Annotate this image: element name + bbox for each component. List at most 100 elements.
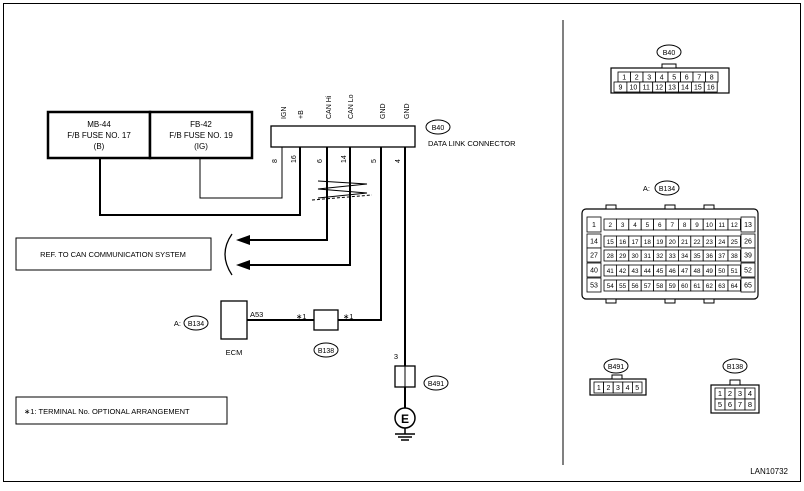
wires	[99, 147, 406, 408]
pin-number: 33	[669, 253, 677, 260]
pin-number: 8	[710, 75, 714, 82]
arrowhead	[236, 260, 250, 270]
wire-can-lo	[243, 147, 351, 266]
pin-number: 6	[685, 75, 689, 82]
pin-number: 6	[317, 159, 324, 163]
pin-number: 62	[706, 283, 714, 290]
pin-number: 45	[656, 268, 664, 275]
pin-number: 14	[341, 155, 348, 163]
pin-number: 41	[607, 268, 615, 275]
wire-gnd-b138	[338, 147, 382, 321]
pin-number: 20	[669, 239, 677, 246]
wire-plus-b	[99, 147, 301, 216]
pin-number: 10	[629, 85, 637, 92]
pin-name-can-hi: CAN Hi	[326, 95, 333, 119]
connector-tag-oval	[654, 180, 680, 196]
pin-cell	[727, 249, 741, 262]
pin-number: 1	[597, 385, 601, 392]
pin-number: 32	[656, 253, 664, 260]
pin-number: 14	[590, 239, 598, 246]
pin-name-gnd: GND	[404, 103, 411, 119]
joint-mark-right: ∗1	[343, 312, 353, 321]
pin-number: 14	[681, 85, 689, 92]
connector-tag-oval	[656, 44, 682, 60]
pin-number: 1	[592, 222, 596, 229]
pin-number: 15	[607, 239, 615, 246]
pin-name-can-lo: CAN Lo	[348, 94, 355, 119]
ground-terminal: 3	[394, 352, 398, 361]
connector-latch	[729, 379, 741, 386]
pin-number: 8	[748, 400, 752, 409]
pin-number: 11	[719, 222, 726, 229]
pin-number: 18	[644, 239, 652, 246]
pin-number: 4	[633, 222, 637, 229]
pin-number: 2	[635, 75, 639, 82]
pin-number: 64	[731, 283, 739, 290]
connector-latch	[605, 298, 617, 304]
pin-name-gnd: GND	[380, 103, 387, 119]
connector-tag-oval	[722, 358, 748, 374]
connector-tag: B138	[727, 364, 743, 371]
pin-number: 21	[681, 239, 689, 246]
pin-cell	[740, 247, 756, 263]
pin-number: 23	[706, 239, 714, 246]
fuse-desc: F/B FUSE NO. 17	[67, 131, 131, 140]
pin-number: 26	[744, 239, 752, 246]
pin-number: 56	[631, 283, 639, 290]
pin-number: 3	[647, 75, 651, 82]
connector-prefix: A:	[643, 184, 650, 193]
pin-number: 8	[683, 222, 687, 229]
terminal-note: ∗1: TERMINAL No. OPTIONAL ARRANGEMENT	[24, 407, 190, 416]
pin-number: 60	[681, 283, 689, 290]
pin-number: 11	[643, 85, 650, 92]
joint-b138: ∗1 ∗1 B138	[296, 309, 353, 358]
twisted-pair-mark	[317, 180, 368, 199]
fuse-name: FB-42	[190, 120, 212, 129]
pin-number: 16	[619, 239, 627, 246]
pin-number: 22	[693, 239, 701, 246]
pin-number: 13	[744, 222, 752, 229]
pin-number: 4	[626, 385, 630, 392]
pin-number: 28	[607, 253, 615, 260]
pin-cell	[727, 264, 741, 277]
pin-number: 4	[748, 389, 752, 398]
connector-latch	[661, 63, 677, 69]
fuse-name: MB-44	[87, 120, 111, 129]
pin-number: 10	[706, 222, 714, 229]
pin-number: 1	[622, 75, 626, 82]
pin-number: 2	[608, 222, 612, 229]
pin-number: 3	[621, 222, 625, 229]
pin-number: 57	[644, 283, 652, 290]
fuse-box-mb44: MB-44 F/B FUSE NO. 17 (B)	[46, 110, 152, 160]
pin-cell	[740, 277, 756, 293]
connector-tag-oval	[313, 342, 339, 358]
ecm-prefix: A:	[174, 319, 181, 328]
pin-number: 3	[616, 385, 620, 392]
image-code: LAN10732	[750, 467, 788, 476]
ground-point: 3 B491 E	[394, 352, 449, 441]
pin-number: 50	[718, 268, 726, 275]
pin-cell	[727, 235, 741, 248]
data-link-connector: IGN +B CAN Hi CAN Lo GND GND 8 16 6 14 5…	[270, 94, 516, 163]
ground-symbol: E	[401, 412, 409, 426]
pin-number: 6	[658, 222, 662, 229]
wire-can-hi	[243, 147, 328, 241]
pin-name-ign: IGN	[281, 107, 288, 119]
connector-latch	[605, 204, 617, 210]
pin-number: 5	[672, 75, 676, 82]
joint-mark-left: ∗1	[296, 312, 306, 321]
connector-tag-oval	[603, 358, 629, 374]
pin-number: 47	[681, 268, 689, 275]
pin-number: 7	[697, 75, 701, 82]
pin-cell	[727, 218, 741, 231]
pin-number: 27	[590, 253, 598, 260]
twisted-pair-shield	[311, 194, 373, 201]
pin-number: 19	[656, 239, 664, 246]
pin-number: 16	[707, 85, 715, 92]
pin-number: 37	[718, 253, 726, 260]
arrowhead	[236, 235, 250, 245]
pin-number: 53	[590, 283, 598, 290]
